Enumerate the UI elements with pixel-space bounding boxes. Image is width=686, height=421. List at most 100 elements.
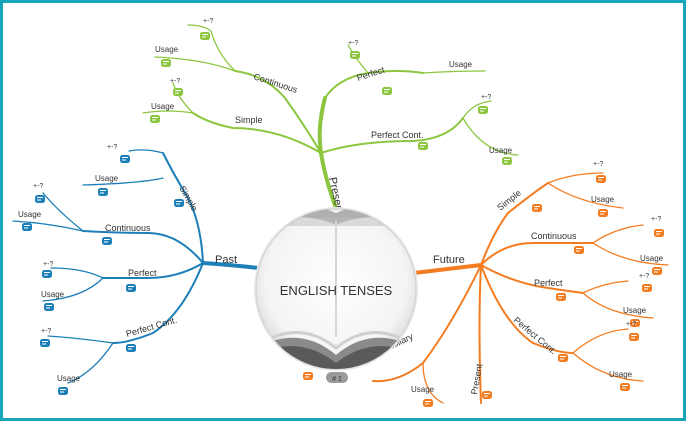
note-icon[interactable] <box>598 209 608 217</box>
note-icon[interactable] <box>423 399 433 407</box>
note-icon[interactable] <box>120 155 130 163</box>
note-icon[interactable] <box>502 157 512 165</box>
leaf-future-perfect-cont-2[interactable]: Usage <box>609 370 633 379</box>
edge-leaf <box>582 280 629 294</box>
note-icon[interactable] <box>418 142 428 150</box>
note-icon[interactable] <box>482 391 492 399</box>
edge-leaf <box>462 117 519 156</box>
note-icon[interactable] <box>558 354 568 362</box>
edge-leaf <box>187 24 236 72</box>
topic-present-simple[interactable]: Simple <box>235 115 263 125</box>
note-icon[interactable] <box>126 344 136 352</box>
note-icon[interactable] <box>642 284 652 292</box>
edge-present-perfect-cont <box>320 117 464 154</box>
note-icon[interactable] <box>150 115 160 123</box>
leaf-present-perfect-2[interactable]: Usage <box>449 60 473 69</box>
leaf-future-perfect-1[interactable]: +-? <box>639 273 649 280</box>
edge-leaf <box>547 172 604 184</box>
topic-future-present[interactable]: Present <box>469 363 484 396</box>
topic-past-continuous[interactable]: Continuous <box>105 223 151 233</box>
note-icon[interactable] <box>303 372 313 380</box>
topic-past-simple[interactable]: Simple <box>177 184 199 213</box>
note-icon[interactable] <box>126 284 136 292</box>
edge-leaf <box>172 82 194 114</box>
note-icon[interactable] <box>620 383 630 391</box>
note-icon[interactable] <box>58 387 68 395</box>
edge-future-continuous <box>480 242 594 266</box>
leaf-future-perfect-cont-1[interactable]: +-? <box>626 321 636 328</box>
topic-future-perfect-cont[interactable]: Perfect Cont. <box>512 315 559 356</box>
edge-leaf <box>592 224 644 244</box>
leaf-future-continuous-1[interactable]: +-? <box>651 216 661 223</box>
mind-map-canvas[interactable]: PresentContinuous+-?UsageSimple+-?UsageP… <box>3 3 683 418</box>
leaf-future-perfect-2[interactable]: Usage <box>623 306 647 315</box>
leaf-future-simple-1[interactable]: +-? <box>593 161 603 168</box>
edge-future-perfect-cont <box>480 264 574 354</box>
leaf-present-perfect-1[interactable]: +-? <box>348 40 358 47</box>
branch-past <box>201 261 260 270</box>
leaf-past-simple-1[interactable]: +-? <box>107 144 117 151</box>
leaf-present-perfect-cont-2[interactable]: Usage <box>489 146 513 155</box>
topic-past-perfect[interactable]: Perfect <box>128 268 157 278</box>
edge-present-continuous <box>234 70 322 154</box>
note-icon[interactable] <box>40 339 50 347</box>
note-icon[interactable] <box>556 293 566 301</box>
note-icon[interactable] <box>532 204 542 212</box>
note-icon[interactable] <box>382 87 392 95</box>
note-icon[interactable] <box>574 246 584 254</box>
note-icon[interactable] <box>478 106 488 114</box>
edge-leaf <box>128 149 164 154</box>
note-icon[interactable] <box>174 199 184 207</box>
leaf-present-simple-2[interactable]: Usage <box>151 102 175 111</box>
edge-leaf <box>47 335 114 344</box>
leaf-present-continuous-2[interactable]: Usage <box>155 45 179 54</box>
note-icon[interactable] <box>630 319 640 327</box>
branch-label-past[interactable]: Past <box>215 254 237 266</box>
leaf-present-perfect-cont-1[interactable]: +-? <box>481 94 491 101</box>
leaf-past-perfect-cont-2[interactable]: Usage <box>57 374 81 383</box>
leaf-past-simple-2[interactable]: Usage <box>95 174 119 183</box>
topic-future-perfect[interactable]: Perfect <box>534 278 563 288</box>
leaf-future-simple-2[interactable]: Usage <box>591 195 615 204</box>
note-icon[interactable] <box>654 229 664 237</box>
edge-leaf <box>82 177 164 186</box>
leaf-future-continuous-2[interactable]: Usage <box>640 254 664 263</box>
page-counter-badge: # 1 <box>326 372 348 383</box>
note-icon[interactable] <box>173 88 183 96</box>
edge-past-continuous <box>82 230 204 264</box>
note-icon[interactable] <box>44 303 54 311</box>
note-icon[interactable] <box>350 51 360 59</box>
topic-future-simple[interactable]: Simple <box>495 188 523 213</box>
edge-leaf <box>422 362 444 404</box>
leaf-past-continuous-1[interactable]: +-? <box>33 183 43 190</box>
note-icon[interactable] <box>102 237 112 245</box>
leaf-present-simple-1[interactable]: +-? <box>170 78 180 85</box>
note-icon[interactable] <box>22 223 32 231</box>
edge-leaf <box>50 267 104 279</box>
edge-leaf <box>422 70 486 74</box>
note-icon[interactable] <box>98 188 108 196</box>
leaf-present-continuous-1[interactable]: +-? <box>203 18 213 25</box>
central-topic[interactable]: ENGLISH TENSES # 1 <box>254 206 418 384</box>
topic-present-continuous[interactable]: Continuous <box>252 71 299 95</box>
topic-future-continuous[interactable]: Continuous <box>531 231 577 241</box>
edge-past-perfect-cont <box>112 262 204 344</box>
note-icon[interactable] <box>596 175 606 183</box>
edge-past-simple <box>162 152 204 264</box>
branch-label-future[interactable]: Future <box>433 254 465 266</box>
topic-past-perfect-cont[interactable]: Perfect Cont. <box>125 315 178 339</box>
leaf-past-perfect-cont-1[interactable]: +-? <box>41 328 51 335</box>
note-icon[interactable] <box>42 270 52 278</box>
topic-present-perfect[interactable]: Perfect <box>356 64 387 82</box>
leaf-past-perfect-1[interactable]: +-? <box>43 261 53 268</box>
leaf-future-auxiliary-1[interactable]: Usage <box>411 385 435 394</box>
topic-present-perfect-cont[interactable]: Perfect Cont. <box>371 130 424 140</box>
note-icon[interactable] <box>629 333 639 341</box>
note-icon[interactable] <box>161 59 171 67</box>
leaf-past-continuous-2[interactable]: Usage <box>18 210 42 219</box>
edge-leaf <box>67 342 114 384</box>
note-icon[interactable] <box>652 267 662 275</box>
note-icon[interactable] <box>35 195 45 203</box>
note-icon[interactable] <box>200 32 210 40</box>
leaf-past-perfect-2[interactable]: Usage <box>41 290 65 299</box>
